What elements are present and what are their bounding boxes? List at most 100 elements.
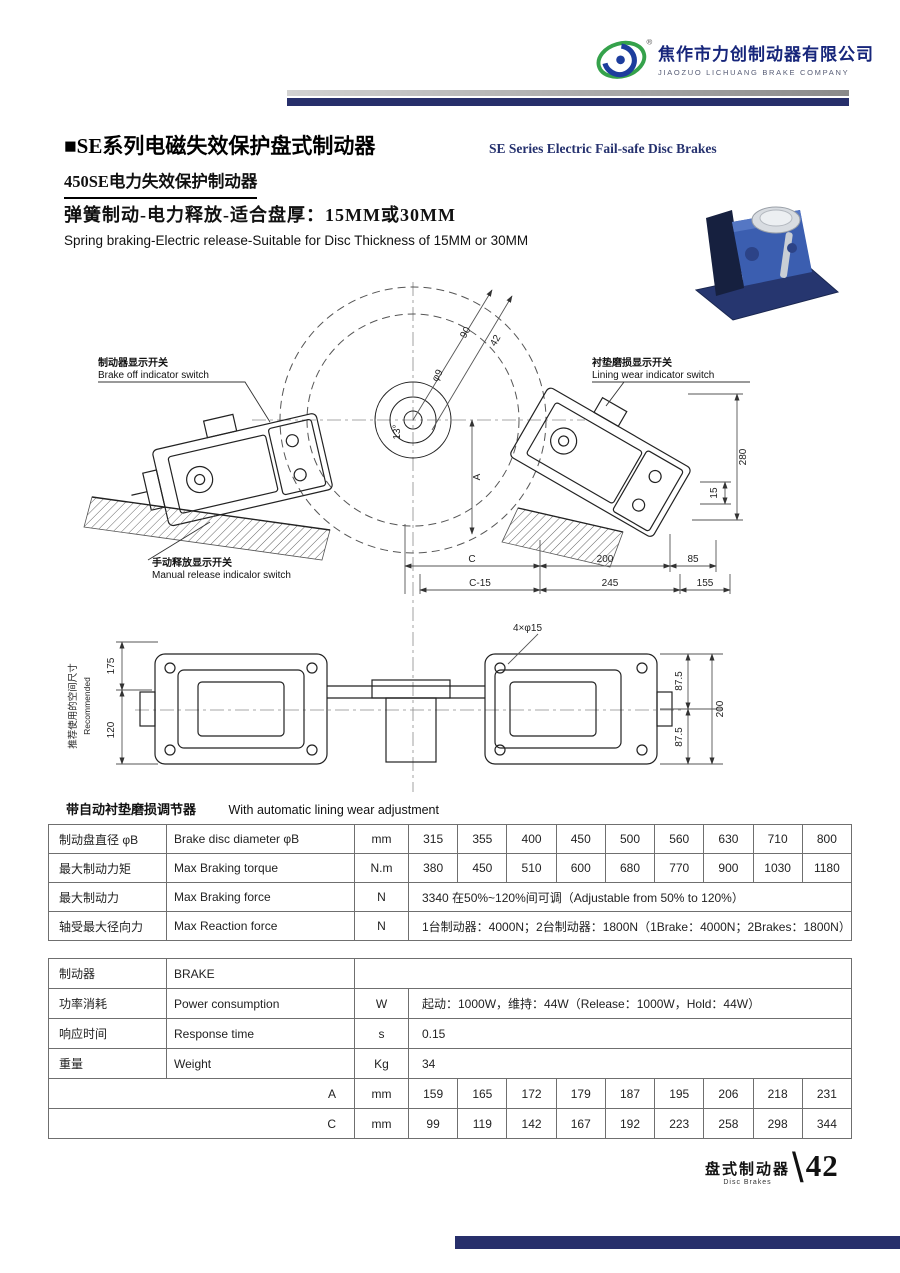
lining-wear-label-cn: 衬垫磨损显示开关 — [592, 356, 672, 369]
dim-C-15: C-15 — [469, 578, 491, 589]
dim-245: 245 — [602, 578, 619, 589]
header-rule-gray — [287, 90, 849, 96]
cell: Max Braking torque — [166, 853, 355, 883]
cell: 710 — [752, 824, 803, 854]
cell: 响应时间 — [48, 1018, 167, 1049]
dim-120: 120 — [106, 721, 117, 738]
cell: 218 — [752, 1078, 803, 1109]
cell: Weight — [166, 1048, 355, 1079]
cell: Brake disc diameter φB — [166, 824, 355, 854]
cell: 380 — [407, 853, 459, 883]
cell: 355 — [457, 824, 508, 854]
company-name-cn: 焦作市力创制动器有限公司 — [658, 45, 874, 64]
table-row: 重量 Weight Kg 34 — [48, 1048, 852, 1079]
cell: Max Braking force — [166, 882, 355, 912]
footer-title-en: Disc Brakes — [723, 1179, 772, 1186]
dimension-labels-bottom: 175 120 87.5 87.5 200 4×φ15 推荐使用的空间尺寸 Re… — [67, 623, 726, 749]
header-rule-navy — [287, 98, 849, 106]
svg-text:®: ® — [646, 37, 652, 46]
dim-13deg: 13° — [392, 424, 403, 439]
series-title-en: SE Series Electric Fail-safe Disc Brakes — [489, 141, 717, 156]
cell: 800 — [801, 824, 853, 854]
table-row: 响应时间 Response time s 0.15 — [48, 1018, 852, 1049]
bottom-left-unit — [139, 653, 328, 765]
cell: 轴受最大径向力 — [48, 911, 167, 941]
cell: 172 — [506, 1078, 557, 1109]
cell: Power consumption — [166, 988, 355, 1019]
cell: Kg — [354, 1048, 409, 1079]
cell: 99 — [407, 1108, 459, 1139]
feature-line-cn: 弹簧制动-电力释放-适合盘厚：15MM或30MM — [64, 205, 456, 225]
cell: 167 — [555, 1108, 606, 1139]
recommended-label-cn: 推荐使用的空间尺寸 — [67, 663, 79, 749]
cell: Response time — [166, 1018, 355, 1049]
cell: 192 — [604, 1108, 656, 1139]
manual-release-label-cn: 手动释放显示开关 — [152, 556, 232, 569]
cell: 630 — [703, 824, 754, 854]
cell: 195 — [654, 1078, 705, 1109]
cell: N — [354, 882, 409, 912]
recommended-label-en: Recommended — [82, 677, 92, 735]
cell: 165 — [457, 1078, 508, 1109]
cell: mm — [354, 824, 409, 854]
table-row: 功率消耗 Power consumption W 起动：1000W，维持：44W… — [48, 988, 852, 1019]
dim-phi9: φ9 — [430, 367, 446, 383]
table-row: 制动盘直径 φB Brake disc diameter φB mm 315 3… — [48, 824, 853, 854]
table-row: 轴受最大径向力 Max Reaction force N 1台制动器：4000N… — [48, 911, 852, 941]
cell: 770 — [654, 853, 705, 883]
cell: 206 — [703, 1078, 754, 1109]
cell: 600 — [555, 853, 606, 883]
spec-table-disc: 制动盘直径 φB Brake disc diameter φB mm 315 3… — [48, 824, 853, 941]
spec-table-brake: 制动器 BRAKE 功率消耗 Power consumption W 起动：10… — [48, 958, 853, 1139]
brake-off-label-cn: 制动器显示开关 — [98, 356, 168, 369]
table-row: C mm 99 119 142 167 192 223 258 298 344 — [48, 1108, 853, 1139]
dim-bolt-4xphi15: 4×φ15 — [513, 623, 542, 634]
bottom-right-unit — [484, 653, 673, 765]
cell: 187 — [604, 1078, 656, 1109]
cell: 142 — [506, 1108, 557, 1139]
cell: 510 — [506, 853, 557, 883]
dim-280: 280 — [738, 448, 749, 465]
cell: 119 — [457, 1108, 508, 1139]
note-en: With automatic lining wear adjustment — [228, 803, 439, 817]
dim-15: 15 — [709, 487, 720, 499]
cell: 0.15 — [408, 1018, 852, 1049]
manual-release-label-en: Manual release indicalor switch — [152, 570, 291, 581]
cell: 功率消耗 — [48, 988, 167, 1019]
dim-87-5-b: 87.5 — [674, 727, 685, 747]
cell: 34 — [408, 1048, 852, 1079]
footer-title-cn: 盘式制动器 — [705, 1161, 791, 1178]
cell: 315 — [407, 824, 459, 854]
cell: BRAKE — [166, 958, 355, 989]
cell: 制动盘直径 φB — [48, 824, 167, 854]
lining-wear-label-en: Lining wear indicator switch — [592, 370, 714, 381]
cell: 1030 — [752, 853, 803, 883]
cell: 223 — [654, 1108, 705, 1139]
cell: 1180 — [801, 853, 853, 883]
table-row: 制动器 BRAKE — [48, 958, 852, 989]
company-name-en: JIAOZUO LICHUANG BRAKE COMPANY — [658, 68, 850, 77]
dimension-labels-top: 280 15 C 200 85 C-15 245 155 A 90 42 φ9 … — [392, 325, 749, 589]
cell: 起动：1000W，维持：44W（Release：1000W，Hold：44W） — [408, 988, 852, 1019]
callout-labels: 制动器显示开关 Brake off indicator switch 衬垫磨损显… — [98, 356, 750, 581]
product-photo — [694, 206, 840, 321]
cell: 179 — [555, 1078, 606, 1109]
cell: 重量 — [48, 1048, 167, 1079]
dim-85: 85 — [687, 554, 699, 565]
dim-90: 90 — [458, 325, 473, 341]
cell: 1台制动器：4000N；2台制动器：1800N（1Brake：4000N；2Br… — [408, 911, 852, 941]
cell: 159 — [407, 1078, 459, 1109]
dim-200-bottom: 200 — [715, 700, 726, 717]
cell: N — [354, 911, 409, 941]
company-name-block: 焦作市力创制动器有限公司 JIAOZUO LICHUANG BRAKE COMP… — [658, 40, 874, 77]
ground-hatch-left — [83, 496, 331, 561]
cell: 500 — [604, 824, 656, 854]
dim-175: 175 — [106, 657, 117, 674]
note-cn: 带自动衬垫磨损调节器 — [66, 802, 197, 817]
left-caliper — [131, 413, 333, 527]
footer-rule-navy — [455, 1236, 900, 1249]
disc-hub-section — [327, 679, 485, 763]
dimension-lines-bottom — [116, 633, 723, 765]
cell: 3340 在50%~120%间可调（Adjustable from 50% to… — [408, 882, 852, 912]
